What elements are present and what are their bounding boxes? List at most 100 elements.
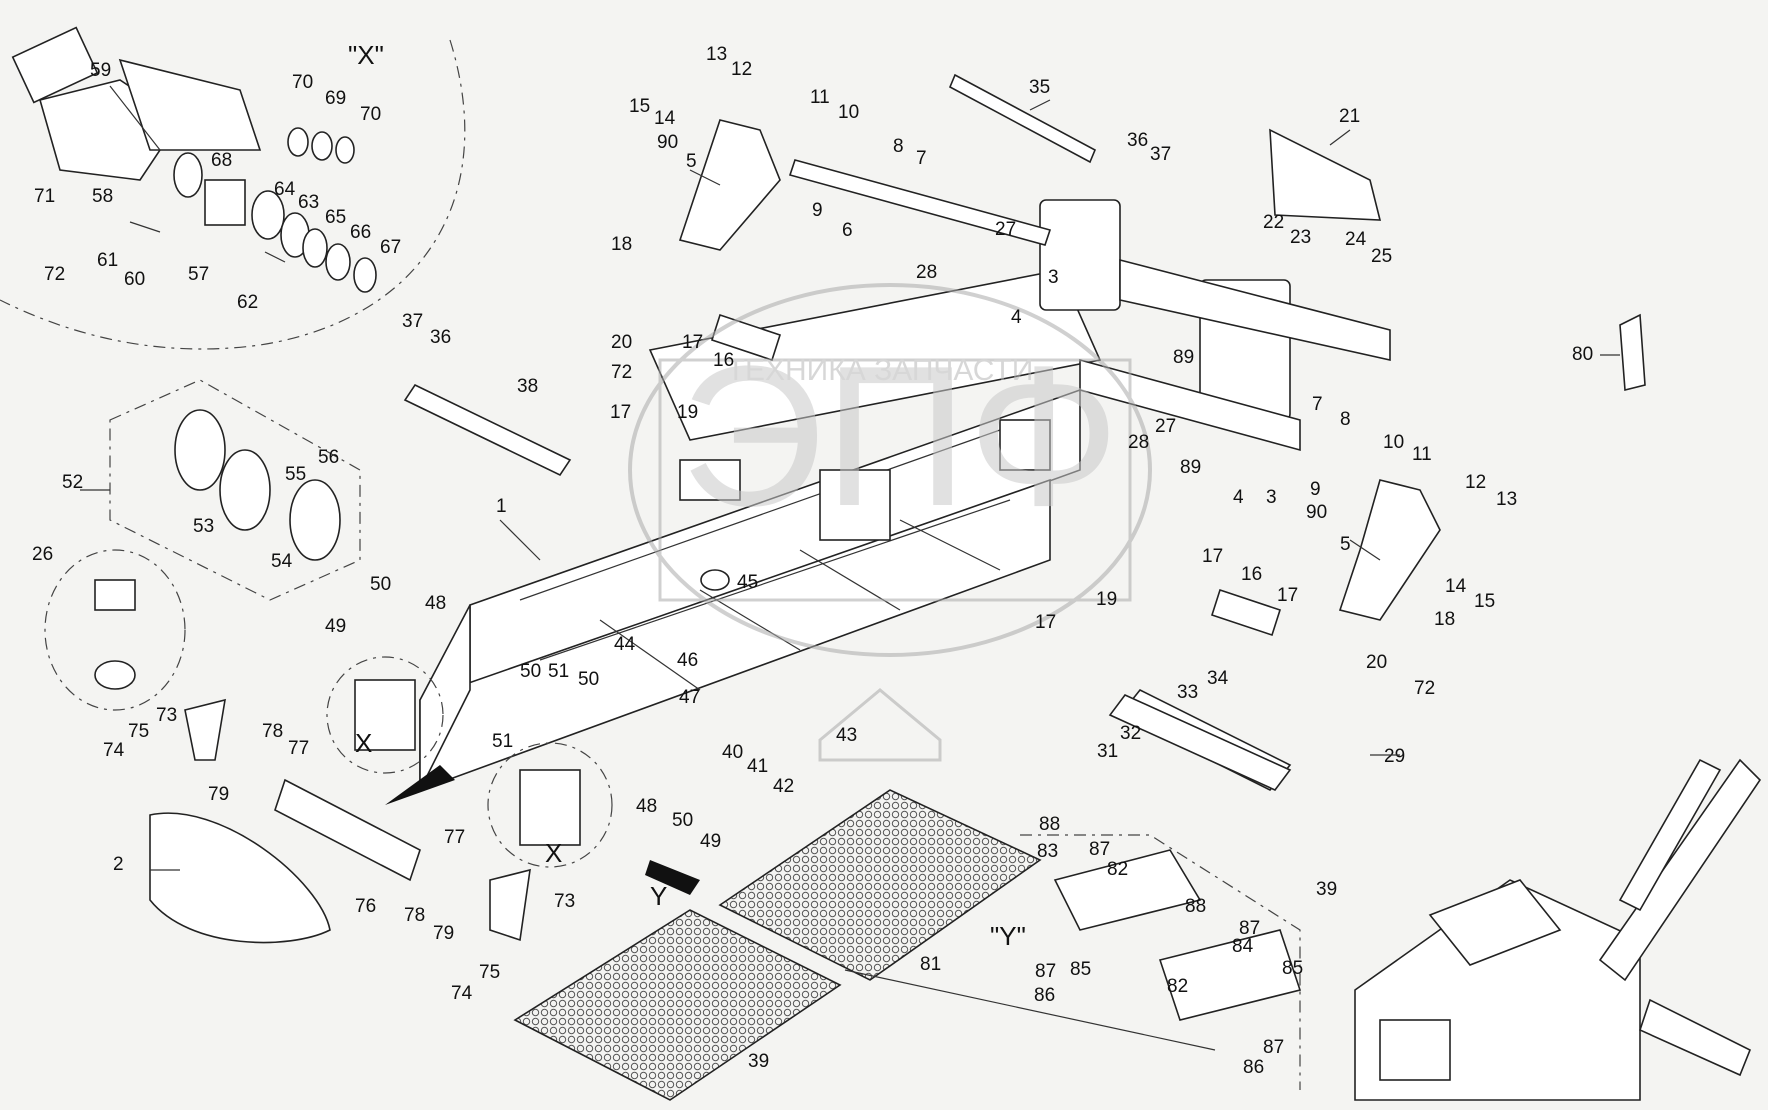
label: 27 (1155, 416, 1176, 437)
spring-bundle (109, 379, 361, 601)
label: 55 (285, 464, 306, 485)
label: 36 (1127, 130, 1148, 151)
grates: Y (513, 789, 1216, 1101)
label: 87 (1035, 961, 1056, 982)
label: 77 (288, 738, 309, 759)
label: 71 (34, 186, 55, 207)
label: 80 (1572, 344, 1593, 365)
label: 52 (62, 472, 83, 493)
label: 14 (654, 108, 676, 129)
label: 73 (554, 891, 575, 912)
detail-y: "Y" (990, 834, 1302, 1090)
detail-x-bubble: "X" (0, 26, 466, 350)
leader-lines (80, 85, 1620, 871)
label: 34 (1207, 668, 1229, 689)
label: 35 (1029, 77, 1050, 98)
label: 32 (1120, 723, 1141, 744)
label: 39 (1316, 879, 1337, 900)
label: 41 (747, 756, 768, 777)
label: 39 (748, 1051, 769, 1072)
label: 48 (425, 593, 446, 614)
mount-detail-26 (44, 549, 186, 711)
label: 78 (262, 721, 283, 742)
label: 74 (103, 740, 125, 761)
label: 61 (97, 250, 118, 271)
label: 23 (1290, 227, 1311, 248)
label: 17 (610, 402, 631, 423)
label: 51 (492, 731, 513, 752)
label: 42 (773, 776, 794, 797)
label: 6 (842, 220, 853, 241)
label: 8 (893, 136, 904, 157)
label: 12 (1465, 472, 1486, 493)
label: 82 (1167, 976, 1188, 997)
label: 75 (479, 962, 500, 983)
label: 9 (812, 200, 823, 221)
label: 86 (1243, 1057, 1264, 1078)
label: 1 (496, 496, 507, 517)
label: 7 (1312, 394, 1323, 415)
label: 25 (1371, 246, 1392, 267)
label: 3 (1048, 267, 1059, 288)
label: 58 (92, 186, 113, 207)
label: 3 (1266, 487, 1277, 508)
label: 60 (124, 269, 145, 290)
label: 81 (920, 954, 941, 975)
label: 10 (838, 102, 859, 123)
label: 72 (611, 362, 632, 383)
label: 77 (444, 827, 465, 848)
label: 18 (1434, 609, 1455, 630)
label: 11 (1412, 444, 1432, 465)
label: 50 (520, 661, 541, 682)
detail-x-caption: "X" (348, 40, 384, 70)
label: 31 (1097, 741, 1118, 762)
label: 90 (657, 132, 678, 153)
label: 29 (1384, 746, 1405, 767)
label: 21 (1339, 106, 1360, 127)
label: 20 (1366, 652, 1387, 673)
label: 79 (208, 784, 229, 805)
label: 15 (629, 96, 650, 117)
label: 19 (677, 402, 698, 423)
label: 11 (810, 87, 830, 108)
main-frame (419, 199, 1391, 792)
label: 88 (1185, 896, 1206, 917)
label: 47 (679, 687, 700, 708)
label: 84 (1232, 936, 1254, 957)
label: 9 (1310, 479, 1321, 500)
label: 70 (360, 104, 381, 125)
label: 36 (430, 327, 451, 348)
label: 56 (318, 447, 339, 468)
label: 83 (1037, 841, 1058, 862)
label: 13 (1496, 489, 1517, 510)
label: 27 (995, 219, 1016, 240)
label: 69 (325, 88, 346, 109)
label: 70 (292, 72, 313, 93)
label: 68 (211, 150, 232, 171)
label: 16 (1241, 564, 1262, 585)
label: 54 (271, 551, 293, 572)
label: 18 (611, 234, 632, 255)
detail-y-caption: "Y" (990, 921, 1026, 951)
drum-assembly (149, 694, 1292, 944)
label: 87 (1263, 1037, 1284, 1058)
label: 78 (404, 905, 425, 926)
label: 88 (1039, 814, 1060, 835)
label: 4 (1233, 487, 1244, 508)
label: 37 (402, 311, 423, 332)
label: 38 (517, 376, 538, 397)
label: 28 (1128, 432, 1149, 453)
label: 14 (1445, 576, 1467, 597)
label: 74 (451, 983, 473, 1004)
label: 15 (1474, 591, 1495, 612)
label: 59 (90, 60, 111, 81)
label: 2 (113, 854, 124, 875)
label: 24 (1345, 229, 1367, 250)
label: 65 (325, 207, 346, 228)
label: 85 (1070, 959, 1091, 980)
x-callout-left: X (355, 728, 372, 758)
label: 44 (614, 634, 636, 655)
label: 72 (44, 264, 65, 285)
label: 82 (1107, 859, 1128, 880)
